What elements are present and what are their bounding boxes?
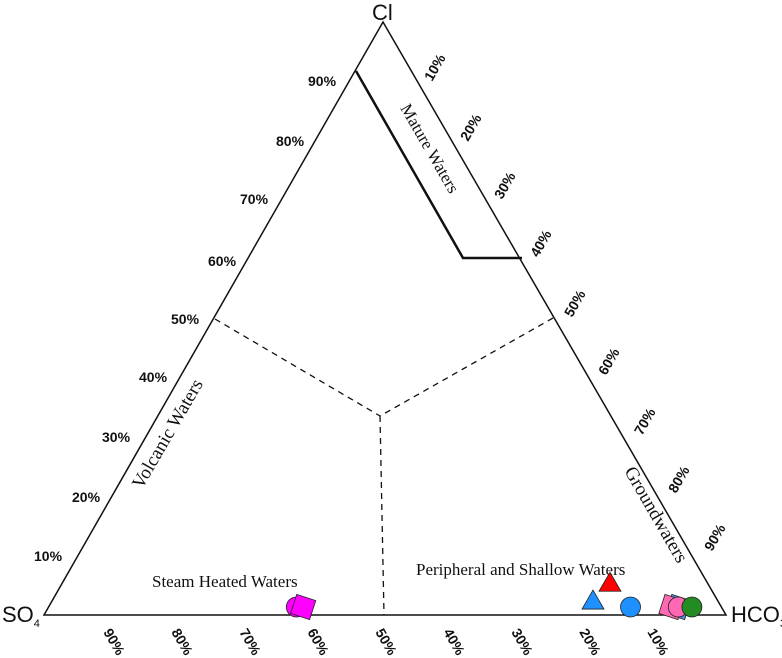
bottom-tick: 30%: [508, 626, 536, 658]
bottom-tick: 20%: [576, 626, 604, 658]
region-label-mature: Mature Waters: [397, 101, 463, 197]
bottom-tick: 50%: [372, 626, 400, 658]
region-dividers: [214, 317, 554, 616]
right-edge-ticks: 10% 20% 30% 40% 50% 60% 70% 80% 90%: [421, 51, 729, 554]
vertex-label-left-main: SO: [2, 602, 34, 627]
bottom-tick: 70%: [236, 626, 264, 658]
sample-marker-triangle: [598, 571, 622, 592]
vertex-label-left-sub: 4: [34, 618, 40, 630]
left-tick: 60%: [208, 253, 237, 269]
left-tick: 30%: [102, 429, 131, 445]
left-tick: 40%: [139, 369, 168, 385]
bottom-tick: 80%: [168, 626, 196, 658]
left-edge-ticks: 10% 20% 30% 40% 50% 60% 70% 80% 90%: [34, 73, 337, 564]
right-tick: 60%: [595, 345, 623, 378]
left-tick: 50%: [171, 311, 200, 327]
right-tick: 10%: [421, 51, 449, 84]
left-tick: 80%: [276, 133, 305, 149]
sample-marker-square: [290, 593, 317, 621]
ternary-frame: [42, 20, 728, 616]
right-tick: 30%: [491, 169, 519, 202]
divider-volcanic: [214, 318, 381, 417]
bottom-tick: 60%: [304, 626, 332, 658]
left-tick: 20%: [72, 489, 101, 505]
region-label-steam: Steam Heated Waters: [152, 572, 298, 591]
right-tick: 50%: [561, 287, 589, 320]
bottom-tick: 90%: [100, 626, 128, 658]
left-tick: 90%: [308, 73, 337, 89]
divider-groundwater: [379, 317, 554, 417]
mature-waters-boundary: [354, 70, 522, 260]
vertex-label-right: HCO3: [731, 602, 782, 630]
sample-marker-triangle: [581, 589, 605, 610]
divider-steam: [379, 415, 385, 616]
right-tick: 40%: [527, 227, 555, 260]
region-label-peripheral: Peripheral and Shallow Waters: [416, 560, 625, 579]
sample-marker-circle: [681, 596, 703, 618]
bottom-tick: 10%: [644, 626, 672, 658]
right-tick: 20%: [457, 111, 485, 144]
sample-markers: [285, 571, 703, 621]
right-tick: 70%: [631, 405, 659, 438]
right-tick: 80%: [665, 463, 693, 496]
vertex-label-top: Cl: [372, 0, 393, 25]
vertex-label-left: SO4: [2, 602, 40, 630]
vertex-label-right-main: HCO: [731, 602, 780, 627]
left-tick: 70%: [240, 191, 269, 207]
vertex-label-right-sub: 3: [780, 618, 782, 630]
sample-marker-circle: [620, 596, 641, 618]
region-label-volcanic: Volcanic Waters: [128, 376, 208, 493]
bottom-edge-ticks: 90% 80% 70% 60% 50% 40% 30% 20% 10%: [100, 626, 672, 658]
right-tick: 90%: [701, 521, 729, 554]
left-tick: 10%: [34, 548, 63, 564]
bottom-tick: 40%: [440, 626, 468, 658]
